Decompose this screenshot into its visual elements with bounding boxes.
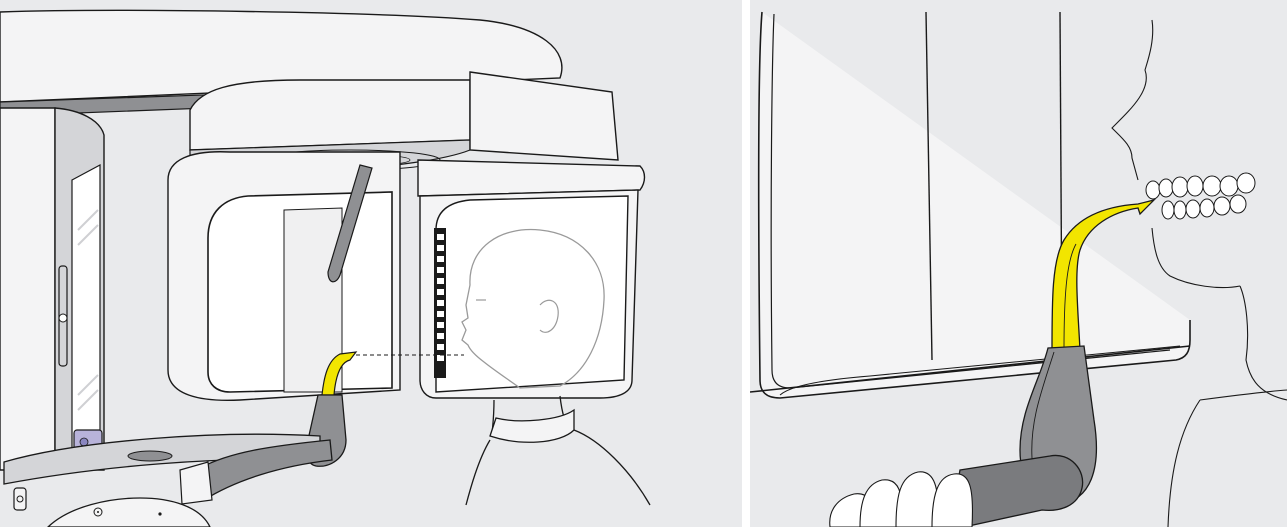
power-switch [14,488,26,510]
base-indicator-dot [158,512,161,515]
bite-block-closeup-panel [750,0,1287,527]
base-tray-recess [128,451,172,461]
power-button-icon [80,438,88,446]
tube-housing-window [436,196,628,392]
device-overview-illustration [0,0,742,527]
column [0,108,55,470]
column-glass [72,165,100,455]
handle-bar-end [180,462,212,504]
handle-knob [59,314,67,322]
bite-block-closeup-illustration [750,0,1287,527]
rotating-head-top [190,80,470,150]
device-overview-panel [0,0,742,527]
